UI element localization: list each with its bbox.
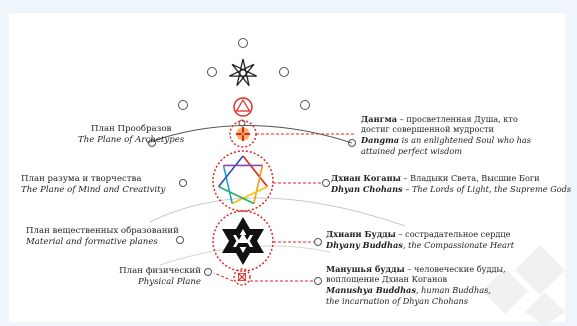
star-line [231, 185, 268, 205]
being-en-text: is an enlightened Soul who has [399, 135, 531, 145]
plane-en-label: The Plane of Archetypes [78, 135, 185, 145]
plane-ru-label: План физический [119, 266, 201, 276]
being-desc-dhyan-chohans: Дхиан Коганы – Владыки Света, Высшие Бог… [330, 173, 571, 194]
being-en-text: , the Compassionate Heart [403, 240, 515, 250]
svg-text:Dhyany Buddhas, the Compassion: Dhyany Buddhas, the Compassionate Heart [325, 240, 515, 250]
star-line [253, 165, 264, 204]
being-en-line2: attained perfect wisdom [361, 146, 462, 156]
star-line [218, 185, 255, 205]
svg-text:Дангма – просветленная Душа, к: Дангма – просветленная Душа, кто [361, 114, 518, 124]
being-en-name: Dhyany Buddhas [325, 240, 403, 250]
crown-circles [178, 38, 310, 110]
being-en-text: , human Buddhas, [416, 285, 491, 295]
being-desc-dangma: Дангма – просветленная Душа, кто достиг … [360, 114, 531, 156]
being-en-name: Dhyan Chohans [330, 184, 403, 194]
plane-en-label: The Plane of Mind and Creativity [21, 185, 166, 195]
star-line [242, 155, 269, 188]
plane-label-mind: План разума и творчества The Plane of Mi… [21, 174, 166, 195]
archetype-arc [146, 125, 353, 144]
dhyani-buddhas-circle [212, 210, 274, 272]
svg-text:Манушья будды – человеческие б: Манушья будды – человеческие будды, [326, 264, 506, 274]
being-name: Манушья будды [326, 264, 405, 274]
plane-marker-circles [148, 139, 356, 285]
dangma-circle [229, 120, 257, 148]
being-en-name: Manushya Buddhas [325, 285, 416, 295]
archetype-node-circle [238, 119, 246, 127]
plane-label-material: План вещественных образований Material a… [25, 225, 179, 247]
hexagram-icon [222, 217, 264, 265]
being-ru-text: – сострадательное сердце [396, 229, 511, 239]
being-ru-text: – человеческие будды, [405, 264, 506, 274]
plane-en-label: Physical Plane [137, 277, 201, 287]
triangle-circle-icon [233, 97, 253, 117]
plane-ru-label: План разума и творчества [21, 174, 141, 184]
svg-text:Dangma is an enlightened Soul: Dangma is an enlightened Soul who has [360, 135, 531, 145]
plane-label-archetypes: План Прообразов The Plane of Archetypes [78, 123, 185, 145]
svg-text:Manushya Buddhas, human Buddha: Manushya Buddhas, human Buddhas, [325, 285, 491, 295]
star-line [222, 165, 233, 204]
being-ru-text: – Владыки Света, Высшие Боги [401, 173, 540, 183]
star-line [217, 155, 244, 188]
being-name: Дхиани Будды [326, 229, 396, 239]
being-desc-manushya: Манушья будды – человеческие будды, вопл… [325, 264, 506, 306]
svg-text:Дхиан Коганы – Владыки Света,: Дхиан Коганы – Владыки Света, Высшие Бог… [331, 173, 540, 183]
plane-arc-upper [149, 197, 406, 227]
being-ru-line2: воплощение Дхиан Коганов [326, 274, 447, 284]
being-en-text: – The Lords of Light, the Supreme Gods [403, 184, 571, 194]
being-name: Дангма [361, 114, 398, 124]
being-name: Дхиан Коганы [331, 173, 401, 183]
being-desc-dhyani-buddhas: Дхиани Будды – сострадательное сердце Dh… [325, 229, 515, 250]
plane-en-label: Material and formative planes [25, 237, 158, 247]
manushya-circle [233, 268, 251, 286]
dhyan-chohans-circle [212, 150, 274, 212]
svg-text:Дхиани Будды – сострадательное: Дхиани Будды – сострадательное сердце [326, 229, 511, 239]
connector-lines [213, 133, 356, 282]
being-ru-text: – просветленная Душа, кто [397, 114, 518, 124]
being-en-name: Dangma [360, 135, 399, 145]
plane-ru-label: План вещественных образований [26, 225, 179, 236]
being-en-line3: the incarnation of Dhyan Chohans [326, 296, 468, 306]
plane-ru-label: План Прообразов [91, 123, 172, 134]
diagram-panel [9, 13, 565, 322]
background-diamonds [482, 245, 565, 326]
seven-point-star-icon [229, 58, 257, 87]
rainbow-star-icon [217, 155, 269, 205]
svg-text:Dhyan Chohans – The Lords of L: Dhyan Chohans – The Lords of Light, the … [330, 184, 571, 194]
being-ru-line2: достиг совершенной мудрости [361, 124, 495, 134]
plane-label-physical: План физический Physical Plane [119, 266, 201, 287]
